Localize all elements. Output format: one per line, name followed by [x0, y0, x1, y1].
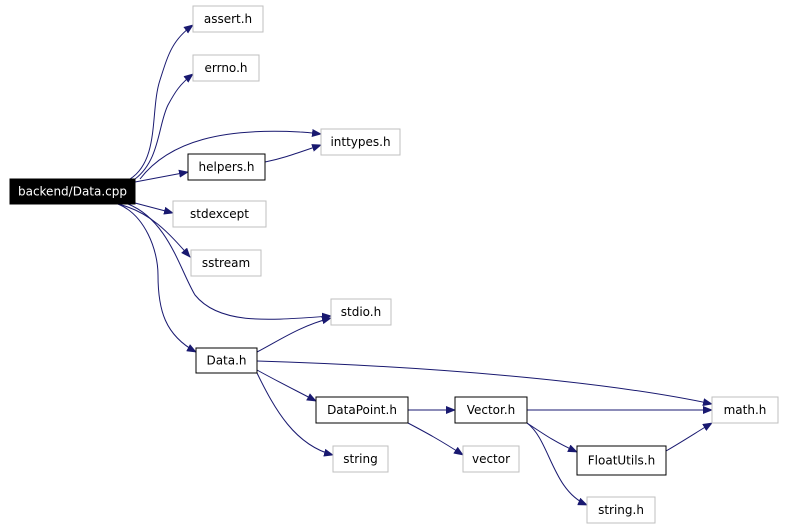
edge-data-cpp-to-stdio-h — [127, 203, 332, 321]
edge-data-h-to-math-h — [256, 360, 713, 407]
node-label: stdio.h — [341, 305, 381, 319]
edge-data-cpp-to-inttypes-h — [139, 129, 322, 180]
node-box — [315, 396, 409, 424]
node-string: string — [332, 445, 389, 473]
node-stdio-h: stdio.h — [330, 298, 392, 326]
node-label: sstream — [202, 256, 250, 270]
node-box — [172, 200, 267, 228]
node-box — [330, 298, 392, 326]
node-helpers-h[interactable]: helpers.h — [187, 153, 266, 181]
node-sstream: sstream — [190, 249, 262, 277]
node-box — [192, 54, 260, 82]
edge-data-h-to-datapoint-h — [256, 369, 317, 402]
node-label: stdexcept — [190, 207, 249, 221]
node-box — [195, 347, 258, 374]
node-label: Data.h — [206, 354, 246, 368]
node-box — [190, 249, 262, 277]
node-label: FloatUtils.h — [588, 454, 655, 468]
edge-data-cpp-to-errno-h — [134, 73, 194, 180]
node-box — [9, 178, 136, 205]
edge-data-cpp-to-assert-h — [129, 24, 194, 180]
edge-data-cpp-to-helpers-h — [134, 169, 189, 183]
node-box — [320, 128, 401, 156]
node-data-cpp[interactable]: backend/Data.cpp — [9, 178, 136, 205]
node-box — [711, 396, 779, 424]
node-stdexcept: stdexcept — [172, 200, 267, 228]
node-label: DataPoint.h — [327, 403, 397, 417]
edge-data-cpp-to-data-h — [117, 203, 197, 353]
node-box — [192, 5, 264, 33]
edge-vector-h-to-floatutils-h — [526, 422, 578, 453]
edge-vector-h-to-string-h — [526, 422, 588, 506]
node-floatutils-h[interactable]: FloatUtils.h — [576, 445, 667, 476]
node-label: assert.h — [204, 12, 252, 26]
node-string-h: string.h — [586, 496, 656, 524]
node-math-h: math.h — [711, 396, 779, 424]
edge-data-cpp-to-sstream — [117, 203, 191, 258]
node-errno-h: errno.h — [192, 54, 260, 82]
nodes-layer: backend/Data.cpp assert.h errno.h inttypes.… — [9, 5, 779, 524]
node-box — [187, 153, 266, 181]
node-label: inttypes.h — [330, 135, 390, 149]
node-label: math.h — [724, 403, 767, 417]
node-vector-h[interactable]: Vector.h — [454, 396, 528, 424]
node-label: errno.h — [205, 61, 248, 75]
node-box — [586, 496, 656, 524]
edge-helpers-h-to-inttypes-h — [264, 144, 322, 163]
node-box — [462, 445, 520, 473]
node-box — [332, 445, 389, 473]
edge-data-h-to-stdio-h — [256, 316, 332, 353]
node-box — [576, 445, 667, 476]
node-label: string — [343, 452, 377, 466]
node-box — [454, 396, 528, 424]
edges-layer — [117, 24, 713, 506]
edge-floatutils-h-to-math-h — [665, 422, 713, 452]
node-data-h[interactable]: Data.h — [195, 347, 258, 374]
node-datapoint-h[interactable]: DataPoint.h — [315, 396, 409, 424]
node-inttypes-h: inttypes.h — [320, 128, 401, 156]
edge-datapoint-h-to-vector — [407, 422, 464, 456]
edge-data-h-to-string — [256, 372, 334, 457]
node-vector: vector — [462, 445, 520, 473]
node-label: string.h — [598, 503, 644, 517]
edge-data-cpp-to-stdexcept — [134, 202, 174, 215]
node-assert-h: assert.h — [192, 5, 264, 33]
node-label: backend/Data.cpp — [18, 185, 127, 199]
node-label: helpers.h — [199, 160, 255, 174]
node-label: Vector.h — [467, 403, 516, 417]
node-label: vector — [472, 452, 510, 466]
